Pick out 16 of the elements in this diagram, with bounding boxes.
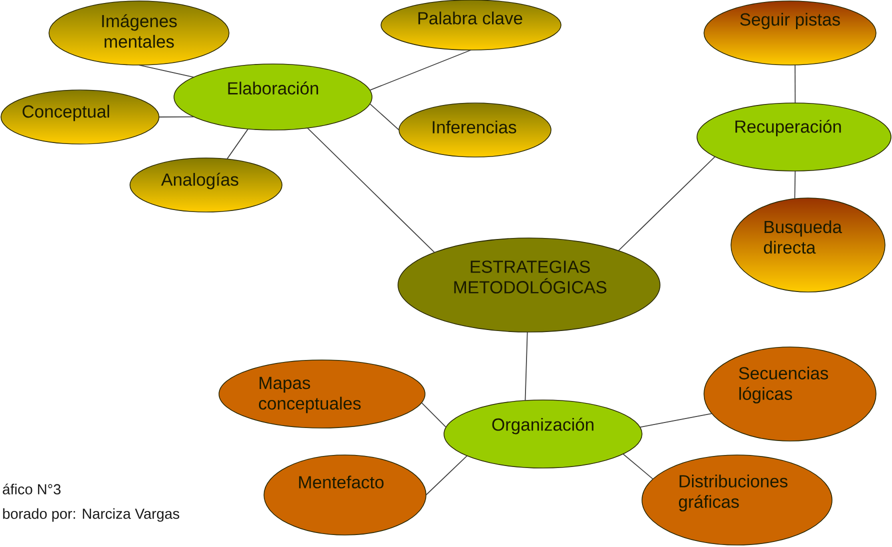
connector-line: [158, 116, 194, 118]
connector-line: [794, 170, 796, 200]
connector-line: [306, 128, 435, 253]
connector-line: [226, 128, 248, 160]
connector-line: [426, 455, 468, 496]
connector-line: [138, 64, 194, 78]
note-text: áfico N°3: [2, 484, 61, 494]
connector-line: [524, 332, 528, 401]
note-text: borado por: Narciza Vargas: [3, 508, 180, 522]
connector-line: [622, 454, 654, 480]
connector-line: [794, 64, 796, 104]
connector-line: [618, 156, 716, 252]
connector-line: [369, 103, 400, 130]
connector-line: [421, 402, 446, 428]
connector-line: [640, 413, 712, 428]
connector-line: [369, 50, 472, 91]
